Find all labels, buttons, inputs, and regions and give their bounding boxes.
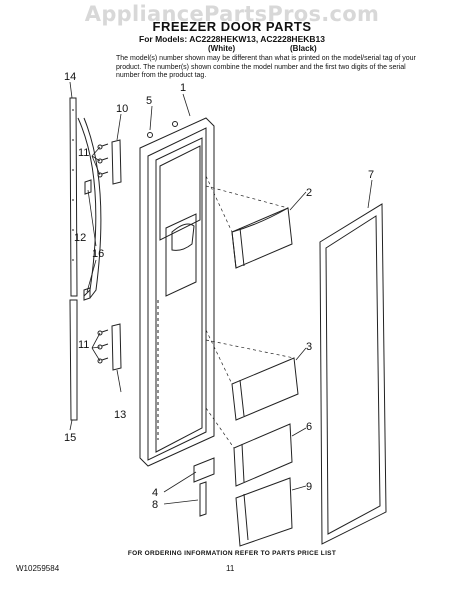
projection-lines	[205, 175, 295, 449]
page-title: FREEZER DOOR PARTS	[152, 19, 312, 34]
screw-set-lower	[97, 329, 109, 364]
ordering-info: FOR ORDERING INFORMATION REFER TO PARTS …	[127, 550, 337, 557]
handle-trim-lower	[69, 299, 78, 421]
page-number: 11	[226, 564, 235, 573]
callout-11-upper: 11	[78, 147, 89, 159]
variant-black-label: (Black)	[290, 44, 317, 53]
callout-9: 9	[306, 481, 312, 493]
door-bucket-bottom	[235, 477, 293, 547]
callout-6: 6	[306, 421, 312, 433]
handle-bracket-upper	[111, 139, 122, 185]
freezer-door-assembly	[139, 117, 215, 467]
callout-5: 5	[146, 95, 152, 107]
variant-white-label: (White)	[208, 44, 236, 53]
callout-14: 14	[64, 71, 76, 83]
callout-16: 16	[92, 248, 104, 260]
clip-upper	[84, 179, 92, 195]
door-hinge-bracket	[193, 457, 215, 517]
screw-set-upper	[97, 143, 109, 178]
handle-trim-upper	[69, 97, 78, 297]
callout-10: 10	[116, 103, 128, 115]
door-bin-middle	[231, 357, 299, 421]
clip-lower	[83, 287, 91, 301]
leader-lines	[69, 81, 373, 505]
callout-3: 3	[306, 341, 312, 353]
watermark-text: AppliancePartsPros.com	[84, 2, 380, 26]
callout-12: 12	[74, 232, 86, 244]
callout-2: 2	[306, 187, 312, 199]
door-bin-lower	[233, 423, 293, 487]
callout-13: 13	[114, 409, 126, 421]
callout-1: 1	[180, 82, 186, 94]
door-bin-upper	[231, 207, 293, 269]
callout-7: 7	[368, 169, 374, 181]
callout-15: 15	[64, 432, 76, 444]
document-number: W10259584	[16, 564, 60, 573]
callout-11-lower: 11	[78, 339, 89, 351]
callout-8: 8	[152, 499, 158, 511]
model-numbers: For Models: AC2228HEKW13, AC2228HEKB13	[139, 34, 325, 44]
door-gasket	[319, 203, 387, 545]
handle-bar	[77, 117, 102, 299]
callout-4: 4	[152, 487, 158, 499]
model-note: The model(s) number shown may be differe…	[116, 55, 416, 80]
handle-bracket-lower	[111, 323, 122, 371]
